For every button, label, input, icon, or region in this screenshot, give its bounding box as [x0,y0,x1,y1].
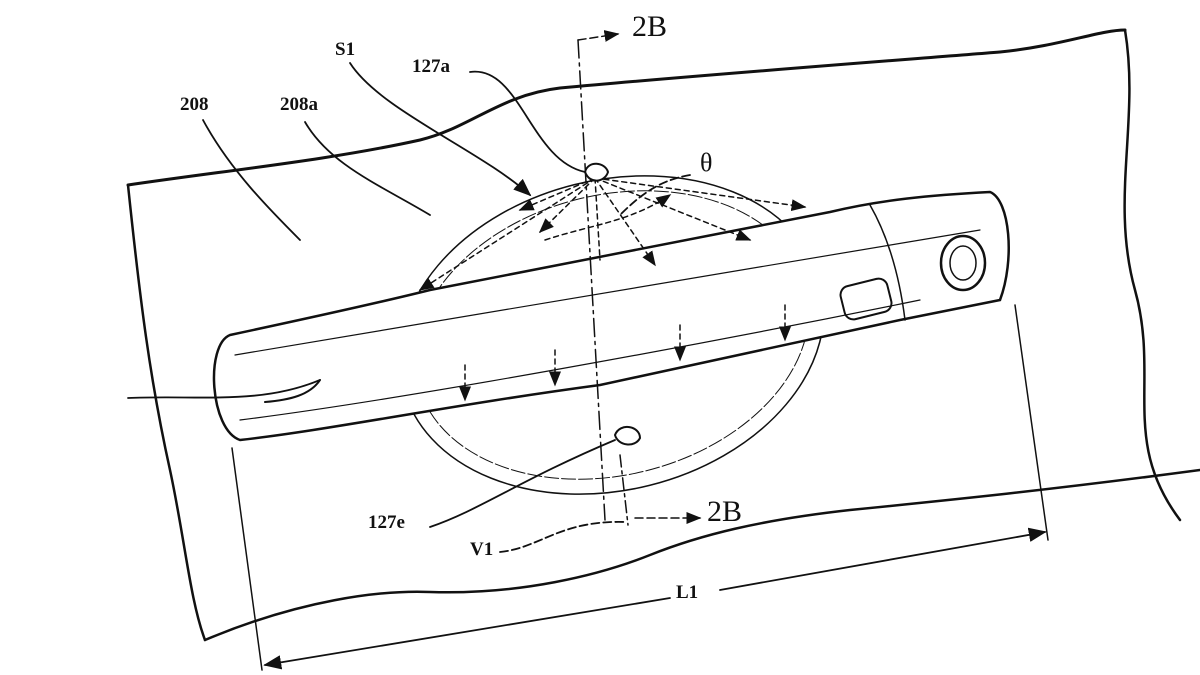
panel-left-edge [126,183,207,642]
dimension-line-left [263,597,671,670]
panel-bottom-edge [203,468,1200,642]
label-v1: V1 [470,539,494,560]
section-label-bottom: 2B [707,495,743,528]
panel-right-edge [1123,28,1182,522]
handle-lower-line [239,299,921,421]
handle-midline [234,229,981,356]
sensor-127a-icon [583,162,610,182]
extension-line-right [1014,304,1049,541]
axis-v1 [619,454,629,526]
button-icon [839,277,893,321]
label-208a: 208a [280,94,318,115]
dimension-line-right [719,527,1047,591]
section-line [577,39,606,521]
label-theta: θ [700,148,713,177]
label-l1: L1 [676,582,699,603]
extension-line-left [231,447,263,671]
section-label-top: 2B [632,10,668,43]
label-127e: 127e [368,512,405,533]
label-s1: S1 [335,39,356,60]
sensor-127e-icon [613,426,642,446]
label-127a: 127a [412,56,450,77]
key-cylinder-icon [939,234,987,292]
section-arrow-top [577,30,620,42]
handle-cap-line [869,204,906,321]
key-cylinder-inner [949,245,977,281]
handle-body [212,190,1010,442]
label-208: 208 [180,94,209,115]
leader-lines [127,62,691,553]
handle-grip-mark [264,379,321,403]
panel-top-edge [126,28,1127,187]
